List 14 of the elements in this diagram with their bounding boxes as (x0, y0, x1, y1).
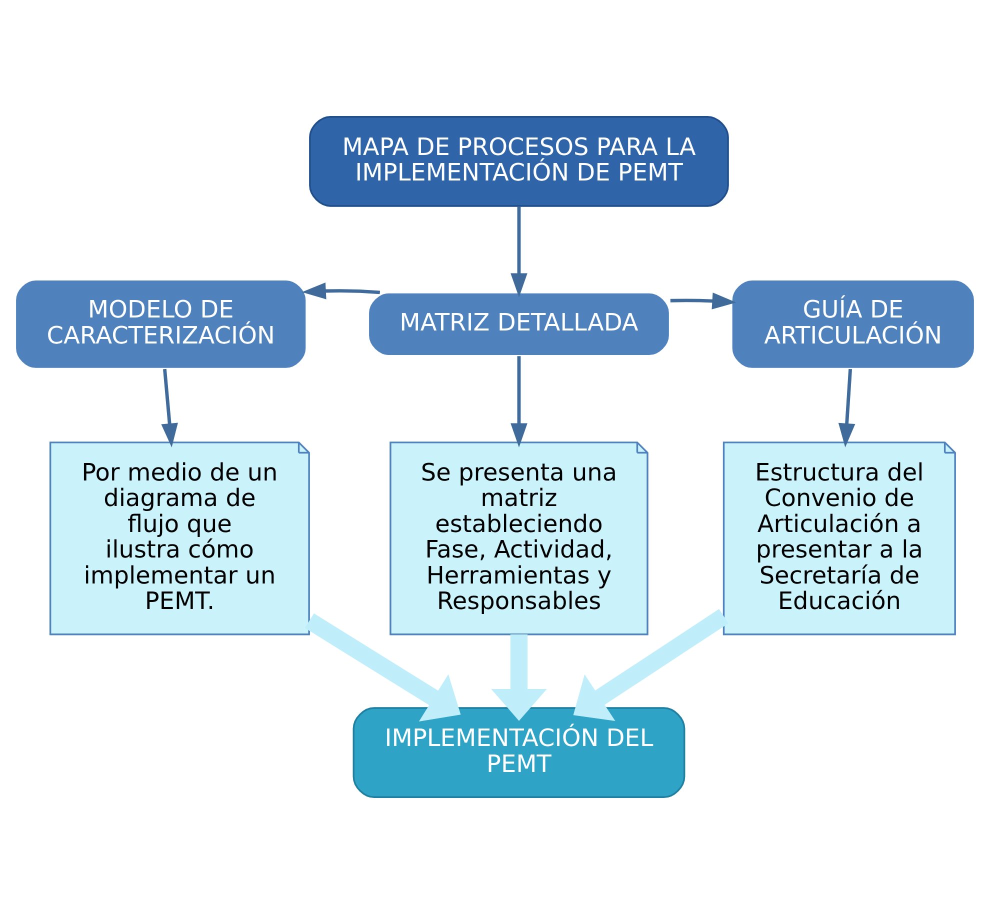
arrow (302, 282, 380, 299)
node-box: MATRIZ DETALLADA (367, 291, 671, 356)
arrow (838, 368, 856, 447)
node-box: MODELO DE CARACTERIZACIÓN (14, 278, 308, 370)
arrow (573, 608, 728, 720)
arrow (491, 634, 547, 720)
arrow (510, 206, 528, 297)
arrow (304, 612, 461, 722)
node-box: IMPLEMENTACIÓN DEL PEMT (352, 706, 686, 798)
arrow (670, 292, 736, 309)
arrow (510, 356, 528, 447)
arrow (161, 368, 178, 447)
node-box: GUÍA DE ARTICULACIÓN (730, 278, 976, 370)
node-box: MAPA DE PROCESOS PARA LA IMPLEMENTACIÓN DE PEMT (309, 116, 729, 206)
